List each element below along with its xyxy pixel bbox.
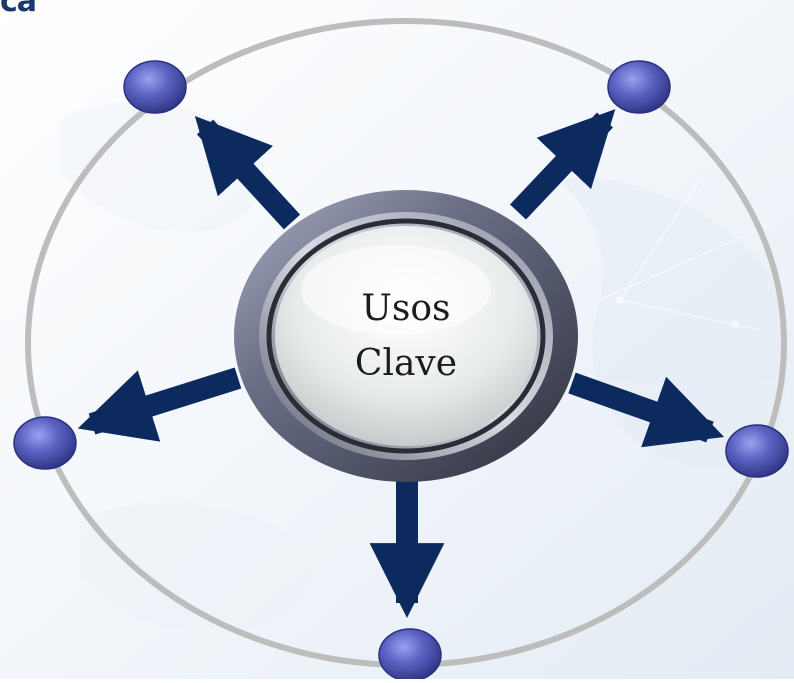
center-hub: Usos Clave — [234, 190, 578, 482]
node-bottom — [378, 628, 442, 682]
node-top-right — [607, 60, 671, 114]
node-left — [13, 416, 77, 470]
center-hub-shine — [301, 245, 491, 335]
satellite-nodes — [13, 60, 789, 682]
page-title-fragment: ca — [0, 0, 37, 19]
center-label-line1: Usos — [362, 288, 451, 329]
arrow-left — [77, 367, 242, 442]
arrows — [77, 109, 725, 618]
arrow-top-left — [194, 115, 301, 230]
center-hub-dark-ring — [266, 218, 546, 454]
arrow-right — [568, 372, 725, 448]
center-label-line2: Clave — [355, 343, 457, 384]
node-right — [725, 424, 789, 478]
arrow-top-right — [510, 109, 616, 220]
node-top-left — [123, 60, 187, 114]
